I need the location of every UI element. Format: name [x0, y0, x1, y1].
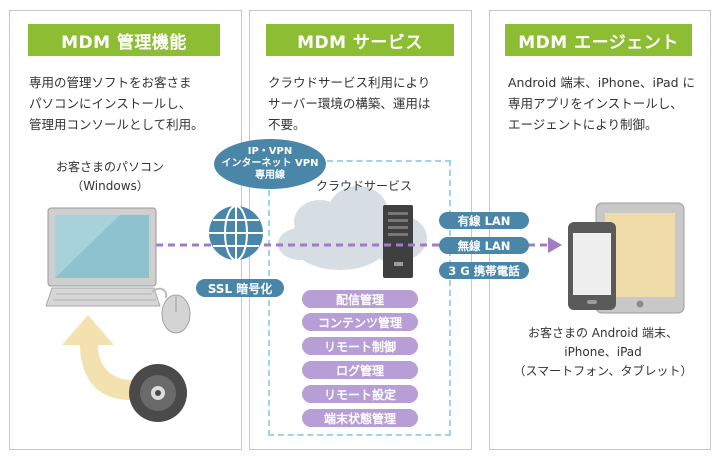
description-agent: Android 端末、iPhone、iPad に 専用アプリをインストールし、 …	[508, 75, 696, 132]
customer-pc-label: お客さまのパソコン （Windows）	[55, 160, 164, 193]
header-mdm-management: MDM 管理機能	[28, 24, 220, 56]
install-arrow-icon	[62, 315, 132, 400]
feature-content-management: コンテンツ管理	[302, 313, 418, 331]
feature-remote-control: リモート制御	[302, 337, 418, 355]
cd-icon	[129, 364, 187, 422]
vpn-badge: IP・VPN インターネット VPN 専用線	[214, 139, 326, 189]
vpn-line-1: IP・VPN	[247, 146, 293, 157]
customer-device-label: お客さまの Android 端末、 iPhone、iPad （スマートフォン、タ…	[513, 326, 693, 378]
keyboard-icon	[45, 287, 161, 307]
3g-mobile-badge: 3 G 携帯電話	[439, 262, 529, 279]
header-mdm-service: MDM サービス	[266, 24, 454, 56]
description-management: 専用の管理ソフトをお客さま パソコンにインストールし、 管理用コンソールとして利…	[29, 75, 204, 132]
wireless-lan-badge: 無線 LAN	[439, 237, 529, 254]
mouse-icon	[151, 287, 191, 334]
vpn-line-3: 専用線	[255, 170, 285, 181]
header-mdm-agent: MDM エージェント	[505, 24, 692, 56]
tablet-icon	[595, 202, 685, 314]
wired-lan-badge: 有線 LAN	[439, 212, 529, 229]
cloud-service-label: クラウドサービス	[316, 179, 413, 193]
description-service: クラウドサービス利用により サーバー環境の構築、運用は 不要。	[268, 75, 431, 132]
monitor-icon	[47, 207, 157, 287]
feature-delivery-management: 配信管理	[302, 290, 418, 308]
cloud-service-area	[268, 160, 451, 436]
vpn-line-2: インターネット VPN	[221, 158, 319, 169]
feature-remote-settings: リモート設定	[302, 385, 418, 403]
server-icon	[383, 205, 413, 278]
globe-icon	[209, 205, 263, 261]
smartphone-icon	[568, 222, 616, 310]
feature-log-management: ログ管理	[302, 361, 418, 379]
feature-device-status-management: 端末状態管理	[302, 409, 418, 427]
ssl-encryption-badge: SSL 暗号化	[196, 279, 284, 297]
